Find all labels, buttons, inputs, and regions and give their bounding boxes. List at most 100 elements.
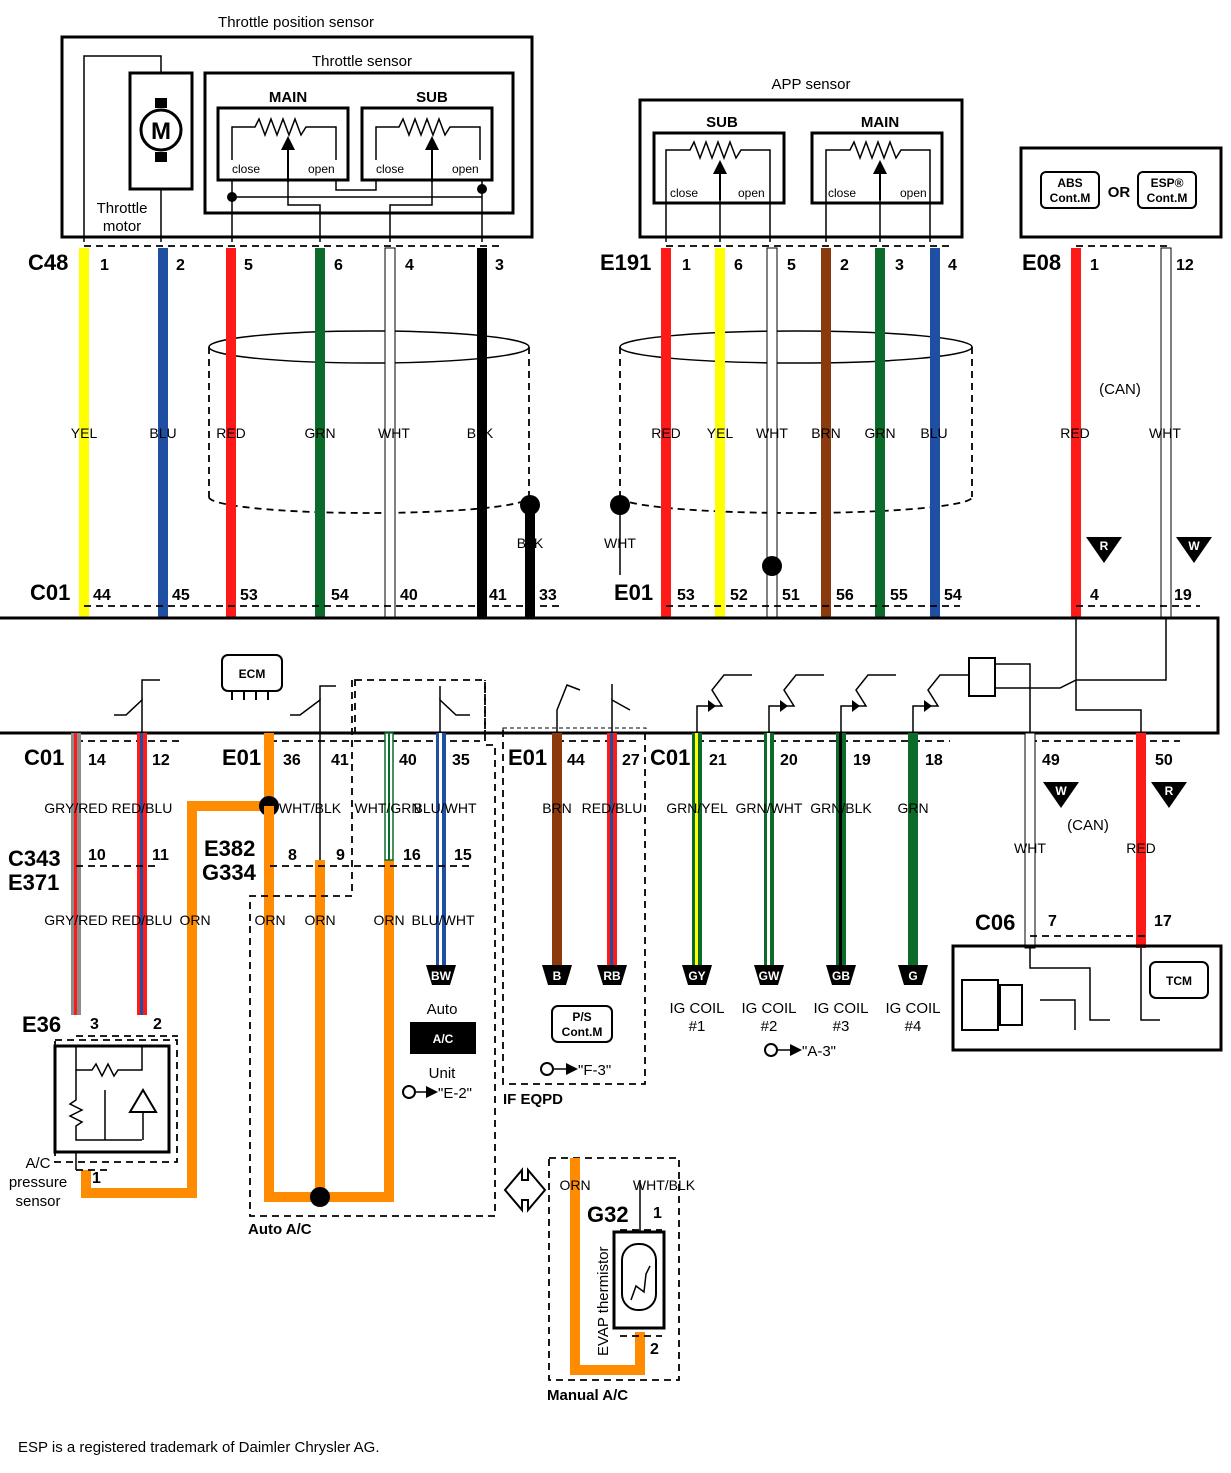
connector-e382: E382 <box>204 836 255 861</box>
mid-right-pins: 4 19 <box>1090 587 1192 604</box>
pin: 45 <box>172 587 190 604</box>
pin: 8 <box>288 847 297 864</box>
wire-label: RED/BLU <box>582 800 643 816</box>
ig-coil-num: #4 <box>905 1018 922 1035</box>
throttle-motor: M Throttle motor <box>97 71 194 235</box>
wire-label: ORN <box>559 1177 590 1193</box>
tag-rb: RB <box>603 969 621 983</box>
wire-label: BRN <box>542 800 572 816</box>
pin: 7 <box>1048 913 1057 930</box>
shield-left <box>208 330 530 514</box>
pin: 19 <box>853 752 871 769</box>
mid-connector-pins: 10 11 8 9 16 15 <box>88 847 472 864</box>
pin: 2 <box>153 1016 162 1033</box>
tag-gb: GB <box>832 969 850 983</box>
pin: 21 <box>709 752 727 769</box>
pin: 35 <box>452 752 470 769</box>
ps-label-1: P/S <box>572 1010 591 1024</box>
abs-label-2: Cont.M <box>1050 191 1091 205</box>
wire-label: ORN <box>179 912 210 928</box>
pin: 1 <box>653 1205 662 1222</box>
pin: 11 <box>152 847 169 864</box>
wire-label: BLK <box>517 535 544 551</box>
auto-unit-label-1: Auto <box>427 1001 458 1018</box>
pin: 52 <box>730 587 748 604</box>
ps-ref: "F-3" <box>578 1062 611 1079</box>
wire-label: GRY/RED <box>44 912 108 928</box>
pin: 56 <box>836 587 854 604</box>
wire-label: RED <box>651 425 681 441</box>
tag-r: R <box>1100 539 1109 553</box>
connector-c343: C343 <box>8 846 61 871</box>
tag-w: W <box>1188 539 1200 553</box>
wire-label: RED <box>216 425 246 441</box>
wire-label: GRN <box>897 800 928 816</box>
wire-label: BLU/WHT <box>414 800 477 816</box>
connector-g32: G32 <box>587 1202 629 1227</box>
connector-e191: E191 <box>600 250 651 275</box>
e08-pin: 12 <box>1176 257 1194 274</box>
c48-pin: 1 <box>100 257 109 274</box>
evap-thermistor-label: EVAP thermistor <box>595 1247 612 1356</box>
wire-label: WHT <box>604 535 636 551</box>
wire-label: WHT/BLK <box>633 1177 696 1193</box>
wire-label: BLU/WHT <box>412 912 475 928</box>
ig-coil-label: IG COIL <box>885 1000 940 1017</box>
wire-label: WHT <box>1149 425 1181 441</box>
tag-r: R <box>1165 784 1174 798</box>
pin: 17 <box>1154 913 1172 930</box>
app-sub-open: open <box>738 186 765 200</box>
pin: 20 <box>780 752 798 769</box>
wire-label: BLU <box>149 425 176 441</box>
ig-coil-num: #3 <box>833 1018 850 1035</box>
tag-g: G <box>908 969 917 983</box>
pin: 10 <box>88 847 106 864</box>
e191-pins: 1 6 5 2 3 4 <box>682 257 957 274</box>
ig-coil-label: IG COIL <box>813 1000 868 1017</box>
pin: 1 <box>92 1170 101 1187</box>
ig-coil-num: #2 <box>761 1018 778 1035</box>
ac-sensor-label-2: pressure <box>9 1174 67 1191</box>
wire-label: YEL <box>707 425 734 441</box>
wire-label: BRN <box>811 425 841 441</box>
ig-coil-label: IG COIL <box>741 1000 796 1017</box>
coils-ref: "A-3" <box>802 1043 836 1060</box>
top-wire-labels: YEL BLU RED GRN WHT BLK BLK WHT RED YEL … <box>71 381 1182 551</box>
pin: 55 <box>890 587 908 604</box>
app-sensor: APP sensor SUB MAIN close open close ope… <box>638 76 964 242</box>
throttle-sub-open: open <box>452 162 479 176</box>
c48-pin: 4 <box>405 257 414 274</box>
tcm-label: TCM <box>1166 974 1192 988</box>
throttle-motor-label-1: Throttle <box>97 200 148 217</box>
app-title: APP sensor <box>772 76 851 93</box>
c48-pin: 6 <box>334 257 343 274</box>
wire-label: BLK <box>467 425 494 441</box>
throttle-sensor-title: Throttle sensor <box>312 53 412 70</box>
can-label: (CAN) <box>1099 381 1141 398</box>
e191-pin: 2 <box>840 257 849 274</box>
e08-pins: 1 12 <box>1090 257 1194 274</box>
app-sub-close: close <box>670 186 698 200</box>
pin: 41 <box>331 752 349 769</box>
e191-pin: 5 <box>787 257 796 274</box>
c48-pin: 3 <box>495 257 504 274</box>
throttle-position-sensor: Throttle position sensor M Throttle moto… <box>60 14 534 242</box>
throttle-motor-label-2: motor <box>103 218 141 235</box>
c48-pins: 1 2 5 6 4 3 <box>100 257 504 274</box>
wire-end-tags: BW B RB GY GW GB G <box>426 965 928 985</box>
pin: 53 <box>240 587 258 604</box>
pin: 18 <box>925 752 943 769</box>
ac-sensor-label-1: A/C <box>25 1155 50 1172</box>
connector-c01-bot-b: C01 <box>650 745 690 770</box>
esp-label-1: ESP® <box>1151 176 1184 190</box>
ig-coil-num: #1 <box>689 1018 706 1035</box>
can-label: (CAN) <box>1067 817 1109 834</box>
wire-label: GRN/BLK <box>810 800 872 816</box>
alternative-arrow-icon <box>503 1167 547 1213</box>
pin: 49 <box>1042 752 1060 769</box>
pin: 54 <box>944 587 962 604</box>
pin: 40 <box>399 752 417 769</box>
bottom-wires <box>71 732 1146 1207</box>
pin: 54 <box>331 587 349 604</box>
app-sub-label: SUB <box>706 114 738 131</box>
